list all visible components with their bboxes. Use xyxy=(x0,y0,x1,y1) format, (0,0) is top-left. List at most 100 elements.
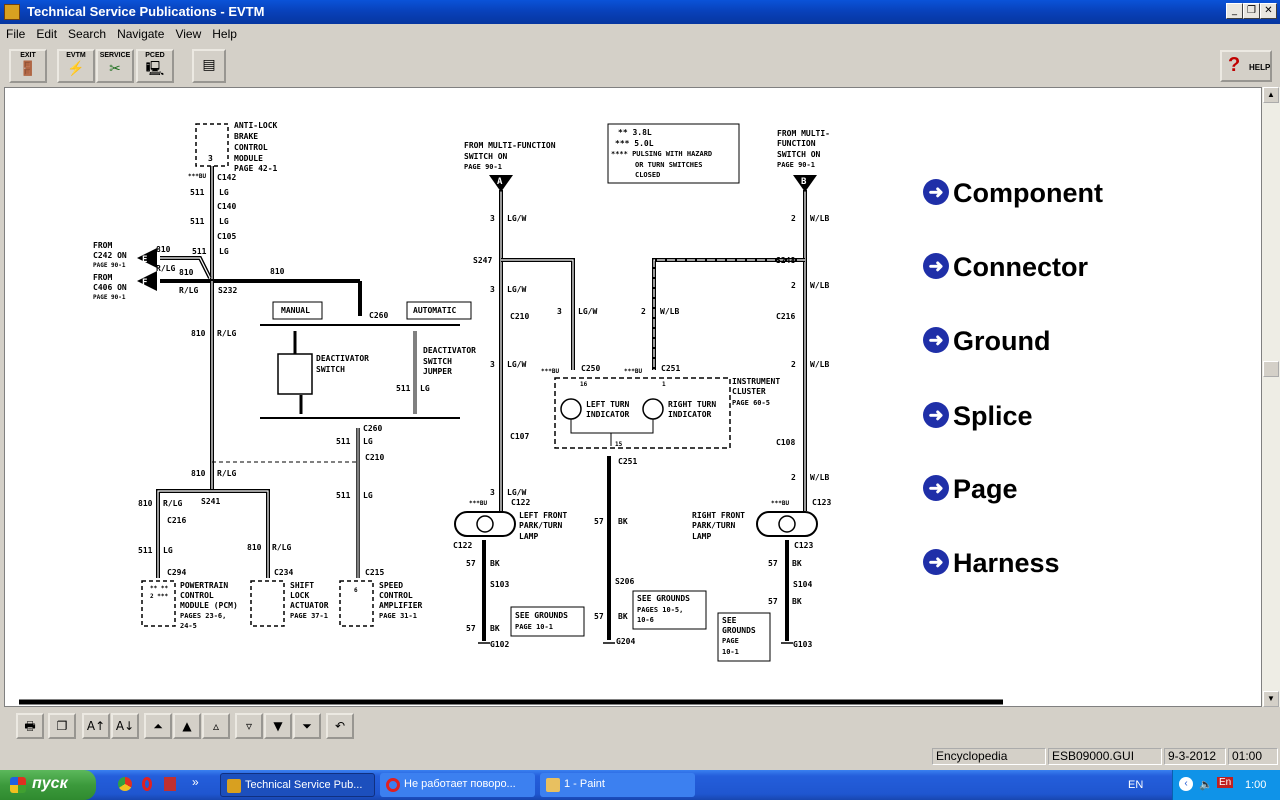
see-grounds-3c: PAGE xyxy=(722,637,739,645)
arrow-right-icon: ➜ xyxy=(923,252,949,279)
arrow-right-icon: ➜ xyxy=(923,401,949,428)
start-button[interactable]: пуск xyxy=(0,770,96,800)
from-mfs-a-3: PAGE 90-1 xyxy=(464,163,502,171)
c260-label: C260 xyxy=(369,311,388,320)
abs-pin: 3 xyxy=(208,154,213,163)
next-button[interactable]: ▿ xyxy=(235,713,263,739)
zoom-out-button[interactable]: A↓ xyxy=(111,713,139,739)
s206-label: S206 xyxy=(615,577,634,586)
notes-button[interactable]: ▤ xyxy=(192,49,226,83)
cluster-label-2: CLUSTER xyxy=(732,387,766,396)
speed-pin: 6 xyxy=(354,587,358,594)
from-c242-1: FROM xyxy=(93,241,112,250)
c294-label: C294 xyxy=(167,568,186,577)
wire-rlg-down: R/LG xyxy=(217,329,236,338)
scroll-thumb[interactable] xyxy=(1263,361,1279,377)
pin-16: 16 xyxy=(580,381,588,388)
minimize-button[interactable]: _ xyxy=(1226,3,1243,19)
menu-file[interactable]: File xyxy=(6,27,26,41)
c123-bottom: C123 xyxy=(794,541,813,550)
evtm-button[interactable]: EVTM ⚡ xyxy=(57,49,95,83)
app-quicklaunch-icon[interactable] xyxy=(164,777,176,791)
legend-harness[interactable]: ➜Harness xyxy=(923,548,1060,579)
wire-57-l: 57 xyxy=(466,559,476,568)
prev-button[interactable]: ▵ xyxy=(202,713,230,739)
vertical-scrollbar[interactable]: ▲ ▼ xyxy=(1262,87,1280,707)
scroll-up-icon[interactable]: ▲ xyxy=(1263,87,1279,103)
app-icon xyxy=(4,4,20,20)
bu-mark-1: ***BU xyxy=(188,173,206,180)
wire-57-r: 57 xyxy=(768,559,778,568)
s232-label: S232 xyxy=(218,286,237,295)
tray-expand-icon[interactable]: ‹ xyxy=(1179,777,1193,791)
abs-module-box xyxy=(195,123,229,167)
c210-label: C210 xyxy=(365,453,384,462)
zoom-in-button[interactable]: A↑ xyxy=(82,713,110,739)
shift-label-2: LOCK xyxy=(290,591,309,600)
wire-lgw-e: LG/W xyxy=(507,488,526,497)
wire-2-d: 2 xyxy=(791,360,796,369)
legend-component[interactable]: ➜Component xyxy=(923,178,1103,209)
back-button[interactable]: ↶ xyxy=(326,713,354,739)
pcm-label-4: PAGES 23-6, xyxy=(180,612,226,620)
last-page-button[interactable]: ⏷ xyxy=(293,713,321,739)
exit-button[interactable]: EXIT 🚪 xyxy=(9,49,47,83)
print-button[interactable]: 🖶 xyxy=(16,713,44,739)
restore-button[interactable]: ❐ xyxy=(1243,3,1260,19)
menu-help[interactable]: Help xyxy=(212,27,237,41)
wire-511-c260: 511 xyxy=(336,437,351,446)
wire-rlg-s241: R/LG xyxy=(217,469,236,478)
door-icon: 🚪 xyxy=(19,60,37,76)
clock[interactable]: 1:00 xyxy=(1245,779,1267,791)
deact-switch-1: DEACTIVATOR xyxy=(316,354,369,363)
bu-mark-3: ***BU xyxy=(624,368,642,375)
help-button[interactable]: ? HELP xyxy=(1220,50,1272,82)
computer-icon: 🖳 xyxy=(145,60,165,76)
menu-view[interactable]: View xyxy=(175,27,202,41)
pced-button[interactable]: PCED 🖳 xyxy=(136,49,174,83)
legend-splice[interactable]: ➜Splice xyxy=(923,401,1033,432)
close-button[interactable]: ✕ xyxy=(1260,3,1277,19)
pcm-label-1: POWERTRAIN xyxy=(180,581,228,590)
menu-edit[interactable]: Edit xyxy=(36,27,58,41)
speaker-icon[interactable]: 🔈 xyxy=(1199,779,1213,791)
chrome-icon[interactable] xyxy=(118,777,132,791)
next-page-button[interactable]: ▼ xyxy=(264,713,292,739)
scroll-down-icon[interactable]: ▼ xyxy=(1263,691,1279,707)
wiring-diagram: A B E F ANTI-LOCK BRAKE CONTROL MODULE P… xyxy=(19,121,1003,705)
note-1: ** 3.8L xyxy=(618,128,652,137)
legend-ground[interactable]: ➜Ground xyxy=(923,326,1050,357)
task-opera[interactable]: Не работает поворо... xyxy=(380,773,535,797)
pcm-pin-2: 2 *** xyxy=(150,593,168,600)
first-page-button[interactable]: ⏶ xyxy=(144,713,172,739)
menu-search[interactable]: Search xyxy=(68,27,107,41)
wire-810-top: 810 xyxy=(270,267,285,276)
speed-label-2: CONTROL xyxy=(379,591,413,600)
copy-button[interactable]: ❐ xyxy=(48,713,76,739)
legend-page[interactable]: ➜Page xyxy=(923,474,1018,505)
legend-connector[interactable]: ➜Connector xyxy=(923,252,1088,283)
evtm-label: EVTM xyxy=(66,52,86,59)
task-tsp[interactable]: Technical Service Pub... xyxy=(220,773,375,797)
right-lamp-3: LAMP xyxy=(692,532,711,541)
service-button[interactable]: SERVICE ✂ xyxy=(96,49,134,83)
cluster-label-1: INSTRUMENT xyxy=(732,377,780,386)
task-paint[interactable]: 1 - Paint xyxy=(540,773,695,797)
keyboard-language[interactable]: EN xyxy=(1128,779,1144,791)
menu-navigate[interactable]: Navigate xyxy=(117,27,165,41)
quick-launch-more[interactable]: » xyxy=(192,775,199,789)
abs-label-4: MODULE xyxy=(234,154,263,163)
pced-label: PCED xyxy=(145,52,165,59)
from-c406-3: PAGE 90-1 xyxy=(93,294,126,301)
system-tray: ‹ 🔈 En 1:00 xyxy=(1172,770,1280,800)
wire-810-s241: 810 xyxy=(191,469,206,478)
wrench-icon: ✂ xyxy=(109,60,121,76)
c140-label: C140 xyxy=(217,202,236,211)
tray-language[interactable]: En xyxy=(1217,777,1234,788)
see-grounds-2b: PAGES 10-5, xyxy=(637,606,683,614)
c123-top: C123 xyxy=(812,498,831,507)
wire-rlg-e: R/LG xyxy=(156,264,175,273)
opera-icon[interactable] xyxy=(142,777,152,791)
prev-page-button[interactable]: ▲ xyxy=(173,713,201,739)
wire-810-f: 810 xyxy=(179,268,194,277)
